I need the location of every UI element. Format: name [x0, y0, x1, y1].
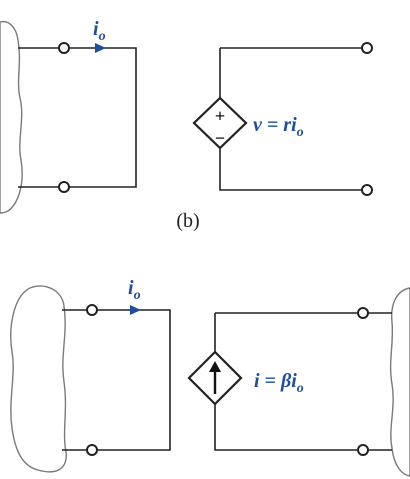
top-current-arrow — [95, 43, 106, 53]
bottom-circuit: io i = βio — [10, 277, 410, 477]
bottom-current-arrow — [130, 305, 141, 315]
bottom-right-lead-wires — [368, 312, 392, 451]
top-source-expression: v = rio — [253, 114, 304, 140]
bottom-left-terminal-upper — [86, 304, 98, 316]
top-source-wire — [219, 47, 362, 191]
top-right-terminal-upper — [361, 42, 373, 54]
dependent-voltage-source-diamond — [192, 96, 248, 150]
top-left-network-blob — [0, 20, 23, 214]
bottom-short-circuit-wire — [62, 309, 171, 451]
bottom-right-network-blob — [389, 287, 410, 477]
top-right-terminal-lower — [361, 184, 373, 196]
source-minus-sign: − — [215, 128, 225, 148]
top-short-circuit-wire — [18, 47, 137, 188]
bottom-source-wire — [214, 312, 358, 451]
source-up-arrowhead — [209, 361, 221, 372]
bottom-left-network-blob — [10, 285, 67, 473]
bottom-source-expression: i = βio — [254, 370, 304, 396]
top-left-terminal-lower — [58, 181, 70, 193]
top-left-terminal-upper — [58, 42, 70, 54]
source-plus-sign: + — [215, 106, 225, 126]
top-current-label: io — [93, 18, 106, 44]
bottom-current-label: io — [128, 277, 141, 303]
figure-caption: (b) — [176, 210, 199, 232]
bottom-left-terminal-lower — [86, 444, 98, 456]
bottom-right-terminal-upper — [357, 307, 369, 319]
top-circuit: io + − v = rio — [0, 18, 373, 214]
bottom-right-terminal-lower — [357, 444, 369, 456]
